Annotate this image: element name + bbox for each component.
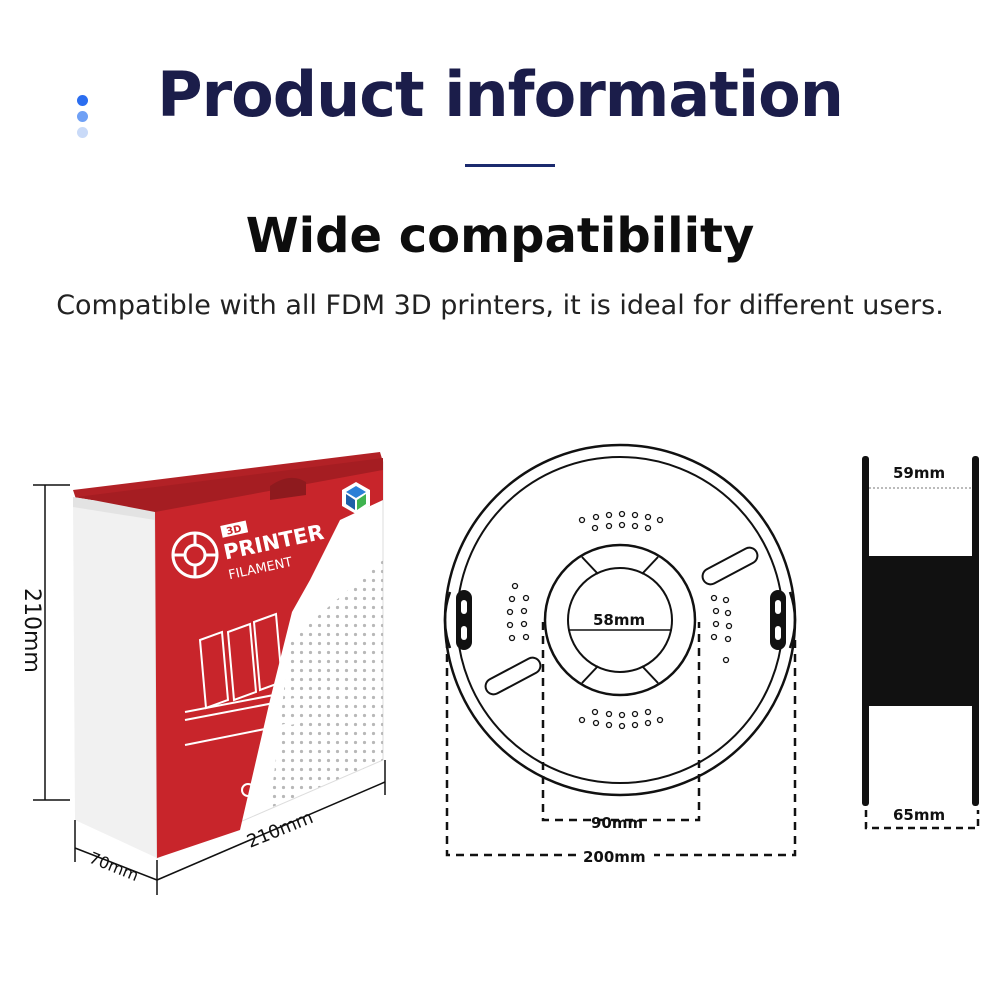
side-left-flange [862,456,869,806]
decorative-dots [77,95,89,143]
side-bottom-label: 65mm [893,806,945,824]
side-core [866,556,976,706]
box-height-label: 210mm [19,588,44,673]
section-description: Compatible with all FDM 3D printers, it … [56,290,944,321]
side-top-label: 59mm [893,464,945,482]
section-subtitle: Wide compatibility [245,208,755,264]
dot-2 [77,111,88,122]
box-dimensions [33,484,386,895]
spool-outer-label: 200mm [583,848,646,866]
box-side-face [73,497,157,858]
title-underline [465,164,555,167]
spool-hub-label: 58mm [593,611,645,629]
box-brand-3d: 3D [226,524,243,538]
spool-front-view: 58mm 90mm 200mm [443,443,797,866]
dot-3 [77,127,88,138]
spool-left-grip [456,590,472,650]
box-spool-icon [171,531,219,579]
spool-right-grip [770,590,786,650]
brand-logo [342,482,370,514]
box-red-band [155,462,383,858]
dot-1 [77,95,88,106]
filament-box: 3D PRINTER FILAMENT [73,452,384,859]
box-depth-label: 70mm [87,848,142,885]
spool-side-view: 59mm 65mm [862,456,980,830]
box-printer-graphic [184,612,301,746]
spool-inner-label: 90mm [591,814,643,832]
page-title: Product information [157,58,844,131]
